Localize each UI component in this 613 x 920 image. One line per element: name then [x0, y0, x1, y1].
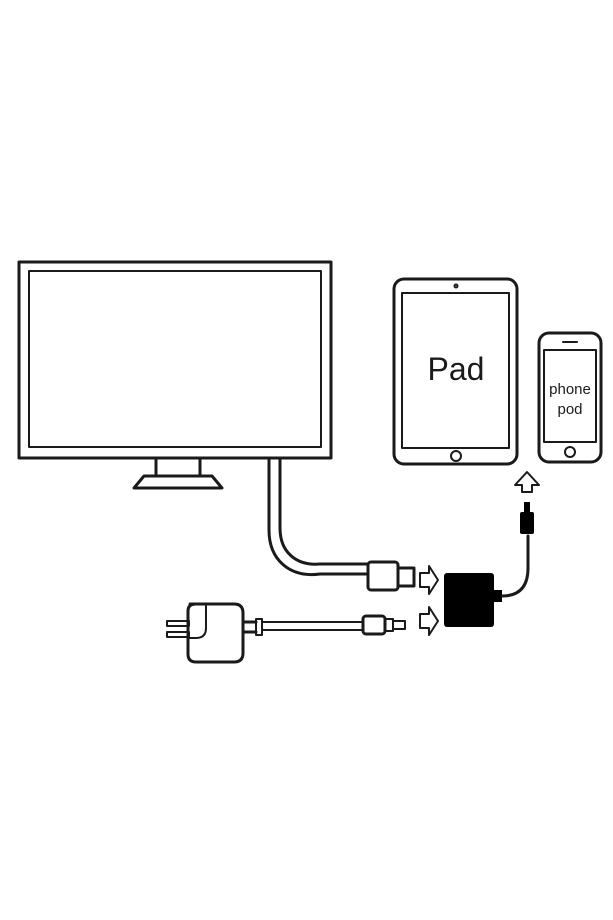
- arrow-icon: [514, 471, 540, 493]
- monitor-icon: [17, 260, 333, 490]
- arrow-icon: [419, 606, 439, 636]
- hdmi-cable: [267, 456, 416, 592]
- tablet-label: Pad: [428, 351, 485, 387]
- phone-label-line2: pod: [557, 401, 582, 418]
- phone-icon: phone pod: [537, 331, 603, 464]
- adapter-icon: [444, 534, 530, 627]
- tablet-icon: Pad: [392, 277, 519, 466]
- usb-cable: [261, 614, 406, 636]
- arrow-icon: [419, 565, 439, 595]
- power-adapter-icon: [166, 602, 263, 664]
- phone-label-line1: phone: [549, 381, 591, 398]
- lightning-connector: [520, 502, 534, 534]
